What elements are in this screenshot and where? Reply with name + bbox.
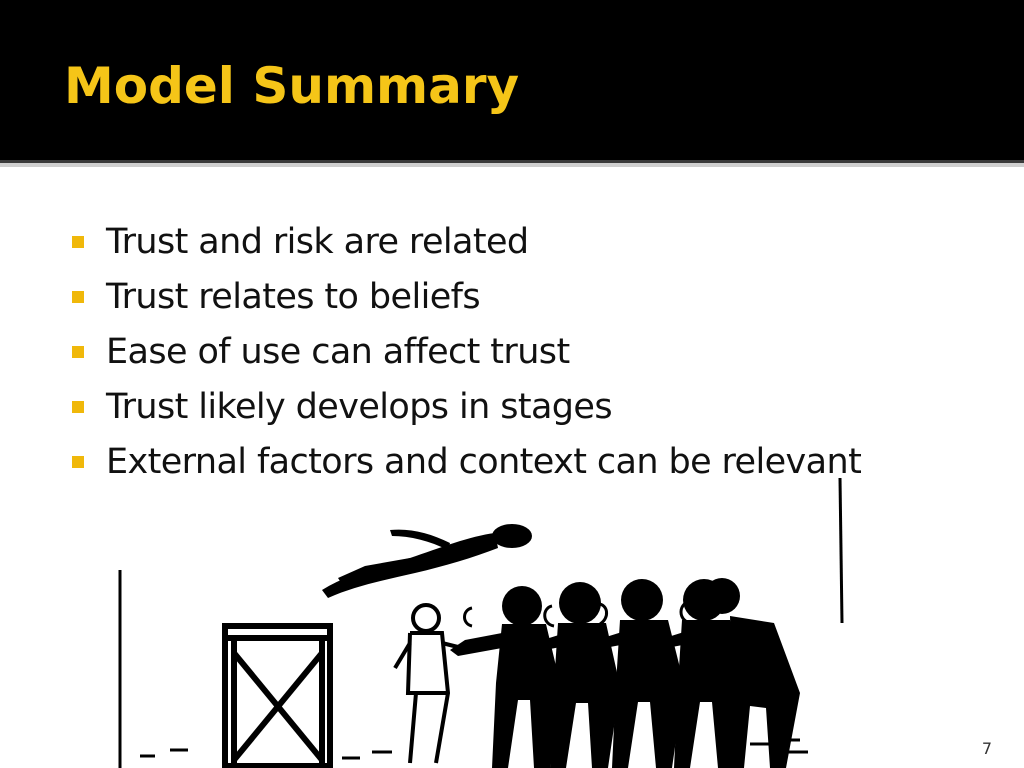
- standing-person-outline: [393, 603, 471, 764]
- slide-title: Model Summary: [64, 57, 520, 115]
- falling-person: [322, 524, 532, 598]
- header-divider-shadow: [0, 163, 1024, 167]
- trust-fall-illustration-icon: [118, 478, 844, 768]
- bullet-item: Trust relates to beliefs: [72, 269, 861, 324]
- square-bullet-icon: [72, 290, 84, 303]
- catching-people-silhouettes: [450, 578, 800, 768]
- bullet-text: Trust likely develops in stages: [106, 386, 613, 427]
- page-number: 7: [981, 739, 992, 758]
- bullet-list: Trust and risk are related Trust relates…: [72, 214, 862, 489]
- bullet-item: External factors and context can be rele…: [72, 434, 862, 489]
- bullet-item: Trust and risk are related: [72, 214, 861, 269]
- square-bullet-icon: [72, 345, 84, 358]
- bullet-text: Trust and risk are related: [106, 221, 529, 262]
- bullet-item: Ease of use can affect trust: [72, 324, 861, 379]
- bullet-text: External factors and context can be rele…: [106, 441, 862, 482]
- title-bar: Model Summary: [0, 0, 1024, 160]
- square-bullet-icon: [72, 455, 84, 468]
- frame-right-line: [838, 478, 844, 624]
- bullet-item: Trust likely develops in stages: [72, 379, 861, 434]
- crate-platform: [222, 623, 333, 768]
- header-divider: [0, 160, 1024, 163]
- square-bullet-icon: [72, 235, 84, 248]
- square-bullet-icon: [72, 400, 84, 413]
- bullet-text: Trust relates to beliefs: [106, 276, 481, 317]
- bullet-text: Ease of use can affect trust: [106, 331, 570, 372]
